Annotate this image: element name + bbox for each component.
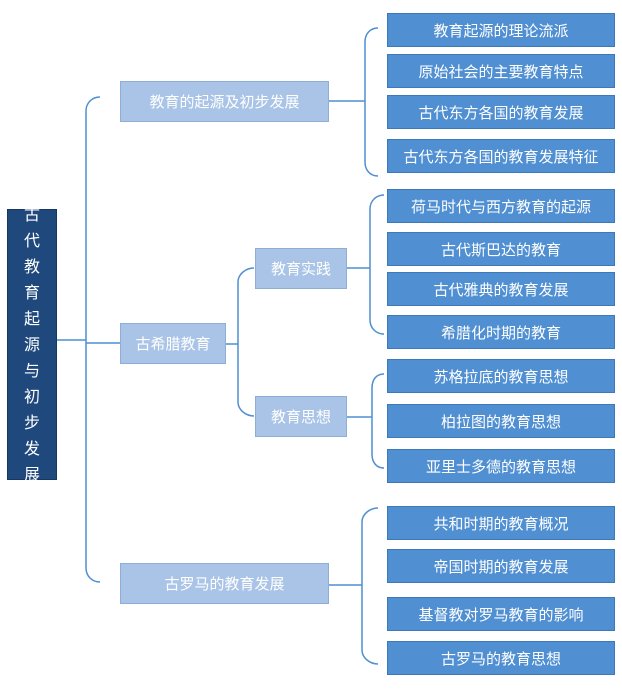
connector-origin-bracket <box>364 27 379 177</box>
connector-root-bracket <box>85 96 101 583</box>
root-node: 古代教育起源与初步发展 <box>7 205 57 484</box>
branch-thought: 教育思想 <box>255 396 347 437</box>
leaf-thought-3: 亚里士多德的教育思想 <box>387 449 615 483</box>
leaf-origin-2: 原始社会的主要教育特点 <box>387 54 615 88</box>
root-char: 步 <box>23 412 40 432</box>
root-char: 源 <box>23 334 40 354</box>
root-char: 古 <box>23 204 40 224</box>
leaf-practice-2: 古代斯巴达的教育 <box>387 232 615 266</box>
root-char: 代 <box>23 230 40 250</box>
branch-greece: 古希腊教育 <box>120 323 226 364</box>
leaf-rome-2: 帝国时期的教育发展 <box>387 549 615 583</box>
connector-greece-bracket <box>237 267 255 417</box>
root-char: 展 <box>23 464 40 484</box>
connector-rome-bracket <box>361 507 379 665</box>
leaf-rome-4: 古罗马的教育思想 <box>387 641 615 675</box>
connector-practice-bracket <box>369 194 385 335</box>
leaf-rome-1: 共和时期的教育概况 <box>387 506 615 540</box>
leaf-rome-3: 基督教对罗马教育的影响 <box>387 597 615 631</box>
root-char: 与 <box>23 360 40 380</box>
connector-thought-bracket <box>371 373 385 469</box>
leaf-origin-4: 古代东方各国的教育发展特征 <box>387 139 615 173</box>
branch-practice: 教育实践 <box>255 248 347 289</box>
leaf-practice-1: 荷马时代与西方教育的起源 <box>387 189 615 223</box>
leaf-thought-1: 苏格拉底的教育思想 <box>387 359 615 393</box>
root-char: 发 <box>23 438 40 458</box>
root-char: 起 <box>23 308 40 328</box>
leaf-practice-3: 古代雅典的教育发展 <box>387 272 615 306</box>
leaf-origin-3: 古代东方各国的教育发展 <box>387 95 615 129</box>
branch-origin: 教育的起源及初步发展 <box>120 81 329 122</box>
leaf-practice-4: 希腊化时期的教育 <box>387 315 615 349</box>
branch-rome: 古罗马的教育发展 <box>120 563 329 604</box>
root-char: 初 <box>23 386 40 406</box>
leaf-thought-2: 柏拉图的教育思想 <box>387 404 615 438</box>
root-char: 教 <box>23 256 40 276</box>
root-char: 育 <box>23 282 40 302</box>
leaf-origin-1: 教育起源的理论流派 <box>387 13 615 47</box>
